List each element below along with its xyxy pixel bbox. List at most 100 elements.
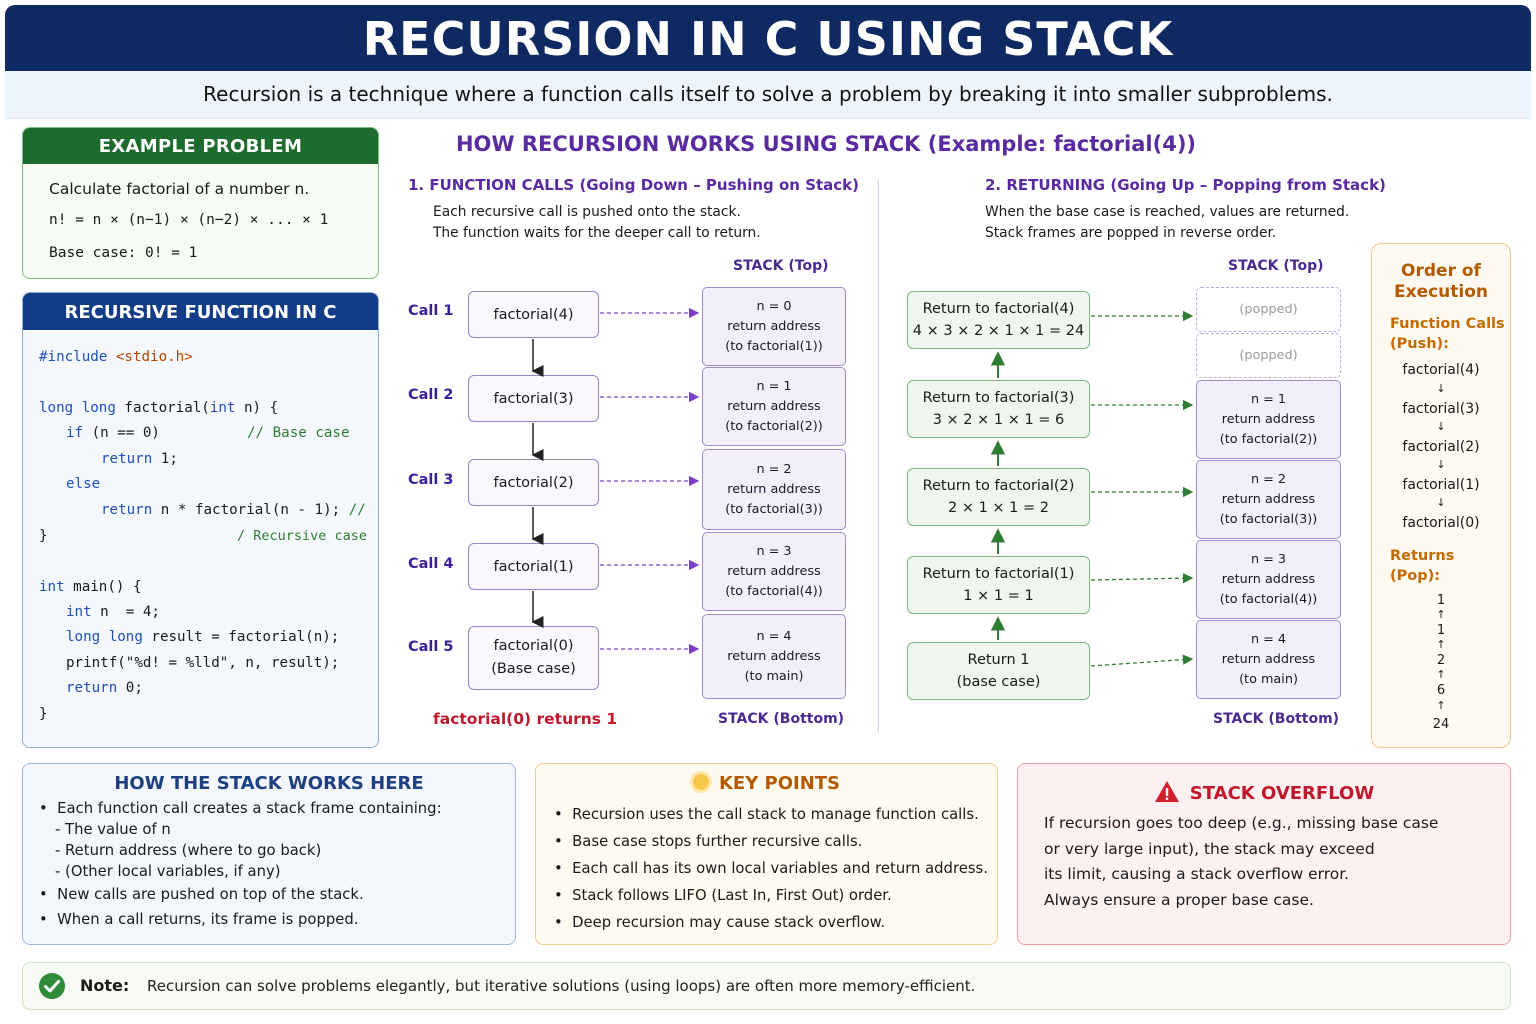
code-line-printf: printf("%d! = %lld", n, result); (66, 655, 340, 671)
key-point-3: • Each call has its own local variables … (554, 860, 988, 877)
code-if-rest: (n == 0) (83, 425, 160, 441)
key-point-2-text: Base case stops further recursive calls. (572, 833, 863, 850)
return-5-l2: (base case) (956, 674, 1041, 690)
overflow-line-2: or very large input), the stack may exce… (1044, 840, 1375, 858)
call-label-2: Call 2 (408, 387, 454, 403)
up-arrow-icon: ↑ (1436, 668, 1446, 681)
how-stack-works-card: HOW THE STACK WORKS HERE • Each function… (22, 763, 516, 945)
base-case-returns: factorial(0) returns 1 (433, 710, 618, 728)
code-return2-comment: // (340, 502, 366, 518)
note-text: Recursion can solve problems elegantly, … (147, 977, 976, 995)
popped-label-2: (popped) (1239, 347, 1298, 363)
call-func-2: factorial(3) (493, 390, 574, 407)
stack-frame-popped-1: (popped) (1196, 287, 1341, 332)
code-return2-kw: return (101, 502, 153, 518)
frame-left-1-to: (to factorial(1)) (725, 338, 823, 354)
function-calls-desc-2: The function waits for the deeper call t… (433, 225, 761, 241)
order-value-1: 1 (1436, 593, 1446, 608)
frame-left-3-to: (to factorial(3)) (725, 501, 823, 517)
order-title-2: Execution (1393, 282, 1489, 302)
example-line-2: n! = n × (n−1) × (n−2) × ... × 1 (49, 212, 329, 228)
return-2-l1: Return to factorial(3) (922, 390, 1075, 406)
frame-left-4-to: (to factorial(4)) (725, 583, 823, 599)
code-if-kw: if (66, 425, 84, 441)
section-divider (878, 180, 879, 732)
frame-left-3-n: n = 2 (756, 461, 792, 477)
stack-top-label-right: STACK (Top) (1228, 258, 1324, 274)
frame-right-4-ra: return address (1221, 651, 1316, 667)
code-return3-rest: 0; (117, 680, 143, 696)
code-line-include: #include <stdio.h> (39, 349, 193, 365)
frame-right-3-n: n = 3 (1250, 551, 1287, 567)
frame-right-3-to: (to factorial(4)) (1219, 591, 1318, 607)
order-call-2: factorial(3) (1402, 401, 1480, 417)
code-include-file: <stdio.h> (115, 349, 193, 365)
return-1-l1: Return to factorial(4) (922, 301, 1075, 317)
frame-left-3-ra: return address (727, 481, 821, 497)
key-point-4: • Stack follows LIFO (Last In, First Out… (554, 887, 892, 904)
call-box-factorial-3: factorial(3) (468, 375, 599, 422)
down-arrow-icon: ↓ (1436, 420, 1446, 433)
recursive-function-title: RECURSIVE FUNCTION IN C (23, 293, 378, 330)
stack-overflow-card: STACK OVERFLOW If recursion goes too dee… (1017, 763, 1511, 945)
key-points-card: KEY POINTS • Recursion uses the call sta… (535, 763, 998, 945)
recursive-function-card: RECURSIVE FUNCTION IN C #include <stdio.… (22, 292, 379, 748)
call-box-factorial-2: factorial(2) (468, 459, 599, 506)
code-result-rest: result = factorial(n); (142, 629, 340, 645)
call-func-5: factorial(0) (493, 638, 574, 654)
code-return1-kw: return (101, 451, 153, 467)
key-point-4-text: Stack follows LIFO (Last In, First Out) … (572, 887, 892, 904)
function-calls-desc-1: Each recursive call is pushed onto the s… (433, 204, 741, 220)
up-arrow-icon: ↑ (1436, 638, 1446, 651)
down-arrow-icon: ↓ (1436, 496, 1446, 509)
overflow-line-1: If recursion goes too deep (e.g., missin… (1044, 814, 1439, 832)
key-point-5-text: Deep recursion may cause stack overflow. (572, 914, 886, 931)
return-4-l1: Return to factorial(1) (922, 566, 1075, 582)
stack-frame-left-2: n = 1 return address (to factorial(2)) (702, 367, 846, 446)
stack-frame-left-4: n = 3 return address (to factorial(4)) (702, 532, 846, 611)
code-sig-end: n) { (235, 400, 279, 416)
stack-overflow-title: STACK OVERFLOW (1189, 783, 1375, 804)
call-label-4: Call 4 (408, 556, 454, 572)
return-1-l2: 4 × 3 × 2 × 1 × 1 = 24 (912, 323, 1085, 339)
frame-left-4-n: n = 3 (756, 543, 792, 559)
frame-left-1-n: n = 0 (756, 298, 792, 314)
code-line-return2: return n * factorial(n - 1); // (101, 502, 366, 518)
stack-works-sub-3: - (Other local variables, if any) (55, 863, 281, 880)
order-value-3: 2 (1436, 653, 1446, 668)
return-3-l2: 2 × 1 × 1 = 2 (947, 500, 1049, 516)
order-value-2: 1 (1436, 623, 1446, 638)
how-stack-works-title: HOW THE STACK WORKS HERE (114, 773, 424, 794)
code-line-return1: return 1; (101, 451, 178, 467)
code-recursive-comment: / Recursive case (237, 528, 368, 544)
stack-works-b1: Each function call creates a stack frame… (57, 800, 442, 817)
call-box-factorial-4: factorial(4) (468, 291, 599, 338)
code-main-kw: int (39, 579, 65, 595)
return-box-factorial-4: Return to factorial(4) 4 × 3 × 2 × 1 × 1… (907, 291, 1090, 349)
popped-label-1: (popped) (1239, 301, 1298, 317)
code-decl-rest: n = 4; (91, 604, 160, 620)
key-point-2: • Base case stops further recursive call… (554, 833, 863, 850)
order-pop-label-1: Returns (1390, 548, 1455, 564)
return-3-l1: Return to factorial(2) (922, 478, 1075, 494)
frame-left-2-n: n = 1 (756, 378, 792, 394)
stack-frame-right-2: n = 2 return address (to factorial(3)) (1196, 460, 1341, 539)
stack-frame-left-5: n = 4 return address (to main) (702, 614, 846, 699)
frame-left-2-to: (to factorial(2)) (725, 418, 823, 434)
call-func-3: factorial(2) (493, 474, 574, 491)
call-func-5-note: (Base case) (491, 661, 576, 677)
page-title: RECURSION IN C USING STACK (5, 5, 1531, 71)
frame-right-2-to: (to factorial(3)) (1219, 511, 1318, 527)
code-line-close2: } (39, 706, 48, 722)
order-push-label-2: (Push): (1390, 336, 1449, 352)
code-else-kw: else (66, 476, 101, 492)
frame-left-5-to: (to main) (744, 668, 804, 684)
function-calls-title: 1. FUNCTION CALLS (Going Down – Pushing … (408, 176, 860, 194)
order-call-1: factorial(4) (1402, 362, 1480, 378)
note-bar: Note: Recursion can solve problems elega… (22, 962, 1511, 1010)
example-line-1: Calculate factorial of a number n. (49, 180, 310, 198)
call-func-4: factorial(1) (493, 558, 574, 575)
up-arrow-icon: ↑ (1436, 608, 1446, 621)
frame-right-4-n: n = 4 (1250, 631, 1287, 647)
stack-top-label-left: STACK (Top) (733, 258, 829, 274)
